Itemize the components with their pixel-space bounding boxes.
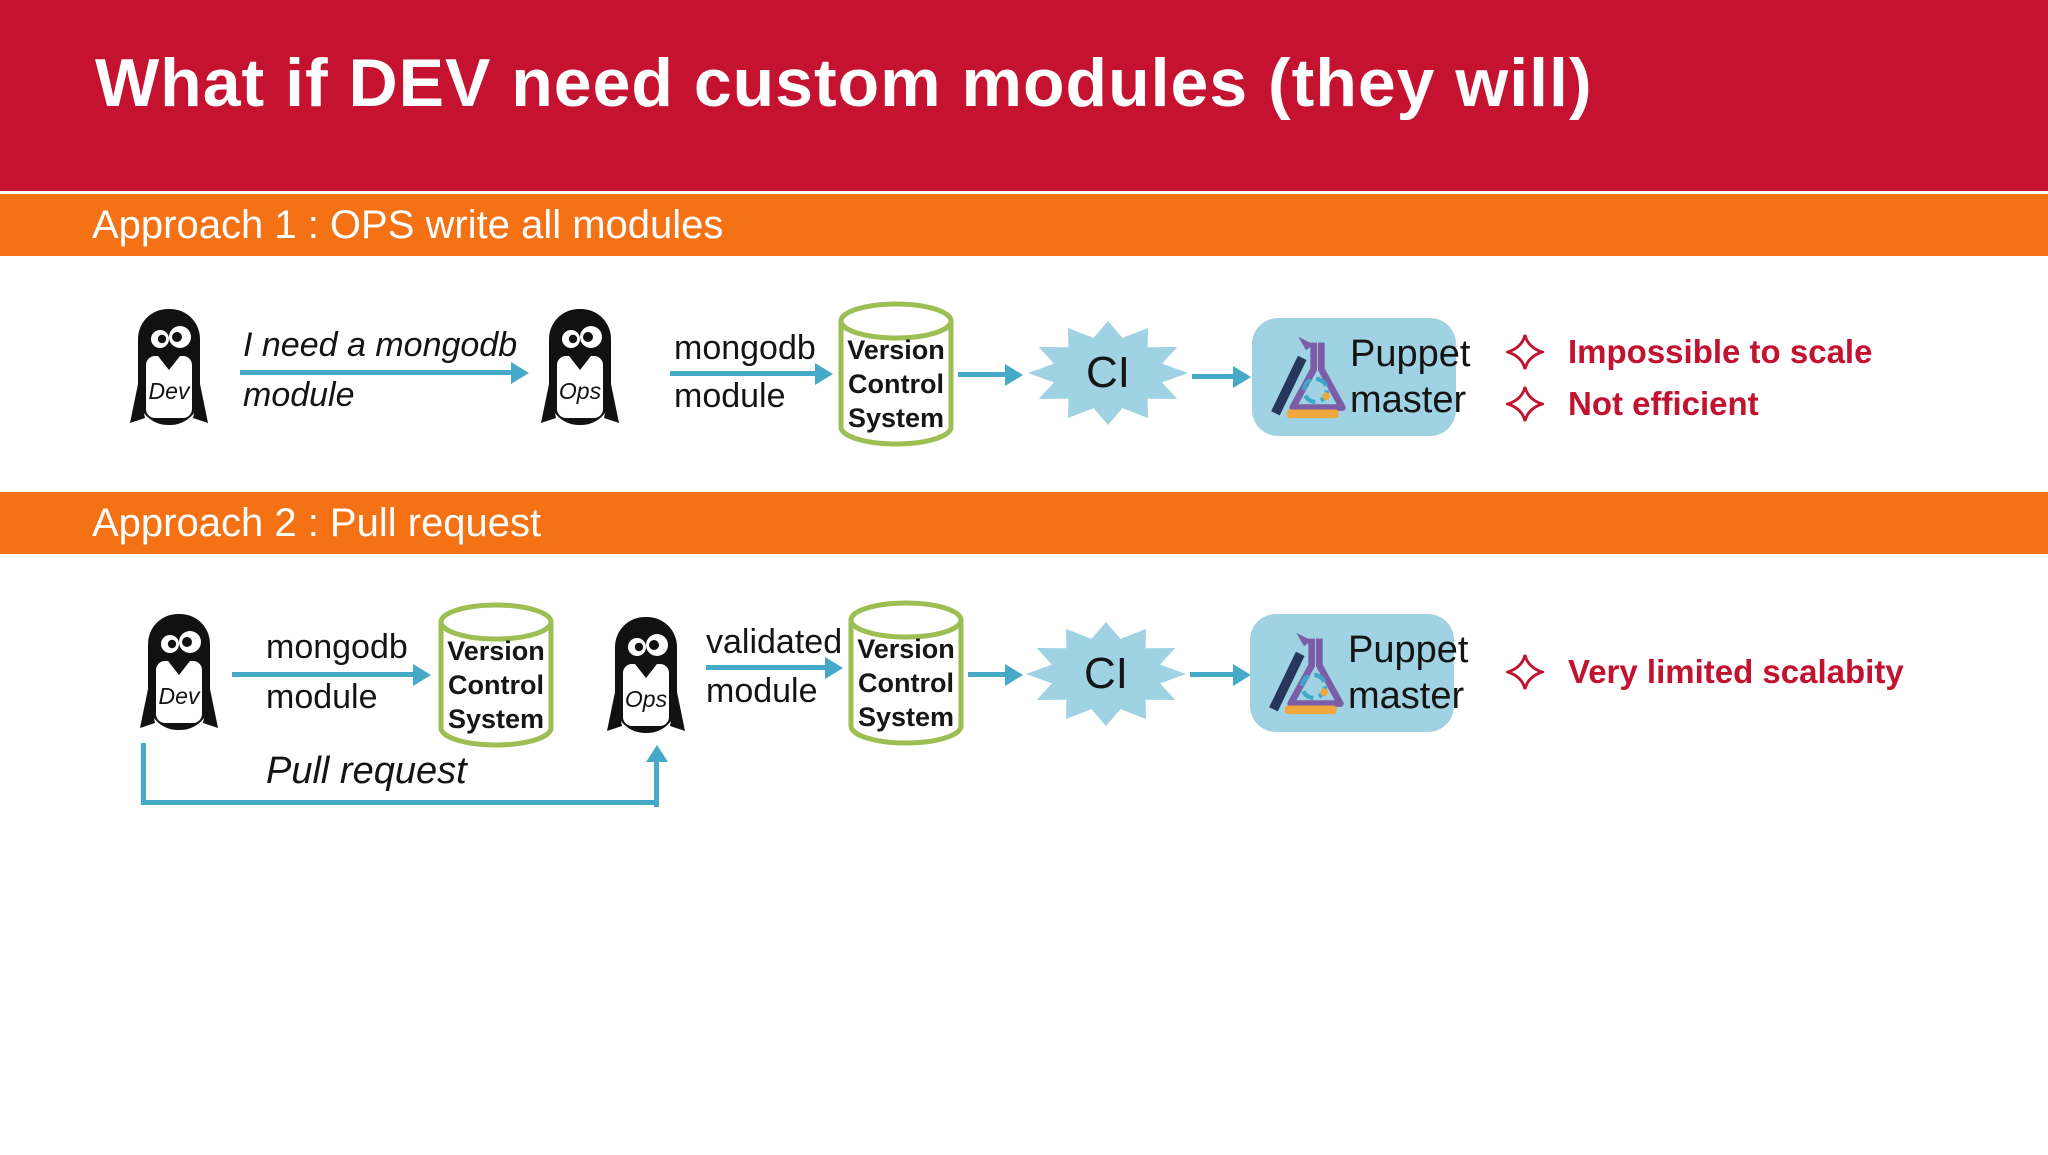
validated-line-1: validated bbox=[706, 623, 843, 661]
arrow-dev-to-vcs bbox=[232, 663, 431, 686]
ci-node-approach2: CI bbox=[1026, 622, 1186, 726]
cons-text: Impossible to scale bbox=[1568, 333, 1873, 370]
section-label: Approach 2 : Pull request bbox=[92, 501, 542, 545]
vcs-node-approach1: Version Control System bbox=[836, 299, 956, 449]
pull-request-arrowhead-up bbox=[645, 745, 668, 807]
actor-label-dev: Dev bbox=[158, 683, 200, 709]
four-point-star-bullet-icon bbox=[1506, 654, 1544, 690]
section-banner-approach-2: Approach 2 : Pull request bbox=[0, 492, 2048, 554]
page-title: What if DEV need custom modules (they wi… bbox=[95, 45, 1593, 121]
vcs-label: Version Control System bbox=[836, 333, 956, 435]
penguin-dev-approach2: Dev bbox=[137, 611, 221, 735]
vcs-label-line: Version bbox=[447, 636, 545, 666]
puppet-label-line: Puppet bbox=[1348, 629, 1469, 671]
vcs-node-approach2-first: Version Control System bbox=[436, 600, 556, 750]
cons-item: Very limited scalabity bbox=[1506, 646, 1904, 698]
vcs-label-line: Control bbox=[448, 670, 544, 700]
arrow-vcs-to-ci bbox=[958, 363, 1023, 386]
arrow-ops-to-vcs bbox=[670, 362, 833, 385]
request-line-1: I need a mongodb bbox=[243, 326, 518, 364]
four-point-star-bullet-icon bbox=[1506, 386, 1544, 422]
arrow-ci-to-puppet2 bbox=[1190, 663, 1251, 686]
penguin-dev-approach1: Dev bbox=[127, 306, 211, 430]
ci-label: CI bbox=[1084, 649, 1128, 698]
commit2-line-2: module bbox=[266, 678, 378, 716]
penguin-icon bbox=[607, 617, 685, 733]
vcs-label-line: System bbox=[447, 704, 545, 734]
ci-node-approach1: CI bbox=[1028, 321, 1188, 425]
commit-line-2: module bbox=[674, 377, 786, 415]
vcs-label-line: Control bbox=[858, 668, 954, 698]
actor-label-ops: Ops bbox=[624, 686, 668, 712]
arrow-vcs2-to-ci bbox=[968, 663, 1023, 686]
puppet-master-label: Puppet master bbox=[1350, 331, 1470, 423]
cons-list-approach1: Impossible to scale Not efficient bbox=[1506, 326, 1872, 430]
section-banner-approach-1: Approach 1 : OPS write all modules bbox=[0, 194, 2048, 256]
arrow-dev-to-ops bbox=[240, 361, 529, 384]
cons-item: Not efficient bbox=[1506, 378, 1872, 430]
penguin-icon bbox=[140, 614, 218, 730]
title-banner: What if DEV need custom modules (they wi… bbox=[0, 0, 2048, 191]
validated-line-2: module bbox=[706, 672, 818, 710]
arrow-ops-to-vcs2 bbox=[706, 656, 843, 679]
puppet-label-line: master bbox=[1350, 379, 1467, 421]
request-line-2: module bbox=[243, 376, 355, 414]
database-cylinder-icon bbox=[838, 301, 954, 447]
penguin-icon bbox=[541, 309, 619, 425]
puppet-master-node-approach2: Puppet master bbox=[1250, 614, 1468, 732]
actor-label-dev: Dev bbox=[148, 378, 190, 404]
vcs-label: Version Control System bbox=[436, 634, 556, 736]
flask-icon bbox=[1269, 632, 1344, 715]
cons-list-approach2: Very limited scalabity bbox=[1506, 646, 1904, 698]
vcs-label-line: Version bbox=[857, 634, 955, 664]
penguin-ops-approach1: Ops bbox=[538, 306, 622, 430]
vcs-label-line: System bbox=[857, 702, 955, 732]
flask-icon bbox=[1271, 336, 1346, 419]
starburst-icon bbox=[1026, 622, 1186, 726]
cons-item: Impossible to scale bbox=[1506, 326, 1872, 378]
puppet-label-line: Puppet bbox=[1350, 333, 1471, 375]
vcs-label: Version Control System bbox=[846, 632, 966, 734]
pull-request-elbow-arrow bbox=[141, 743, 658, 805]
starburst-icon bbox=[1028, 321, 1188, 425]
four-point-star-bullet-icon bbox=[1506, 334, 1544, 370]
puppet-label-line: master bbox=[1348, 675, 1465, 717]
vcs-label-line: Control bbox=[848, 369, 944, 399]
arrow-ci-to-puppet bbox=[1192, 365, 1251, 388]
vcs-label-line: System bbox=[847, 403, 945, 433]
ci-label: CI bbox=[1086, 348, 1130, 397]
database-cylinder-icon bbox=[848, 600, 964, 746]
puppet-master-label: Puppet master bbox=[1348, 627, 1468, 719]
penguin-icon bbox=[130, 309, 208, 425]
database-cylinder-icon bbox=[438, 602, 554, 748]
vcs-node-approach2-second: Version Control System bbox=[846, 598, 966, 748]
actor-label-ops: Ops bbox=[558, 378, 602, 404]
penguin-ops-approach2: Ops bbox=[604, 614, 688, 738]
commit2-line-1: mongodb bbox=[266, 628, 408, 666]
commit-line-1: mongodb bbox=[674, 329, 816, 367]
pull-request-label: Pull request bbox=[266, 750, 467, 792]
section-label: Approach 1 : OPS write all modules bbox=[92, 203, 724, 247]
cons-text: Very limited scalabity bbox=[1568, 653, 1904, 690]
vcs-label-line: Version bbox=[847, 335, 945, 365]
puppet-master-node-approach1: Puppet master bbox=[1252, 318, 1470, 436]
cons-text: Not efficient bbox=[1568, 385, 1759, 422]
